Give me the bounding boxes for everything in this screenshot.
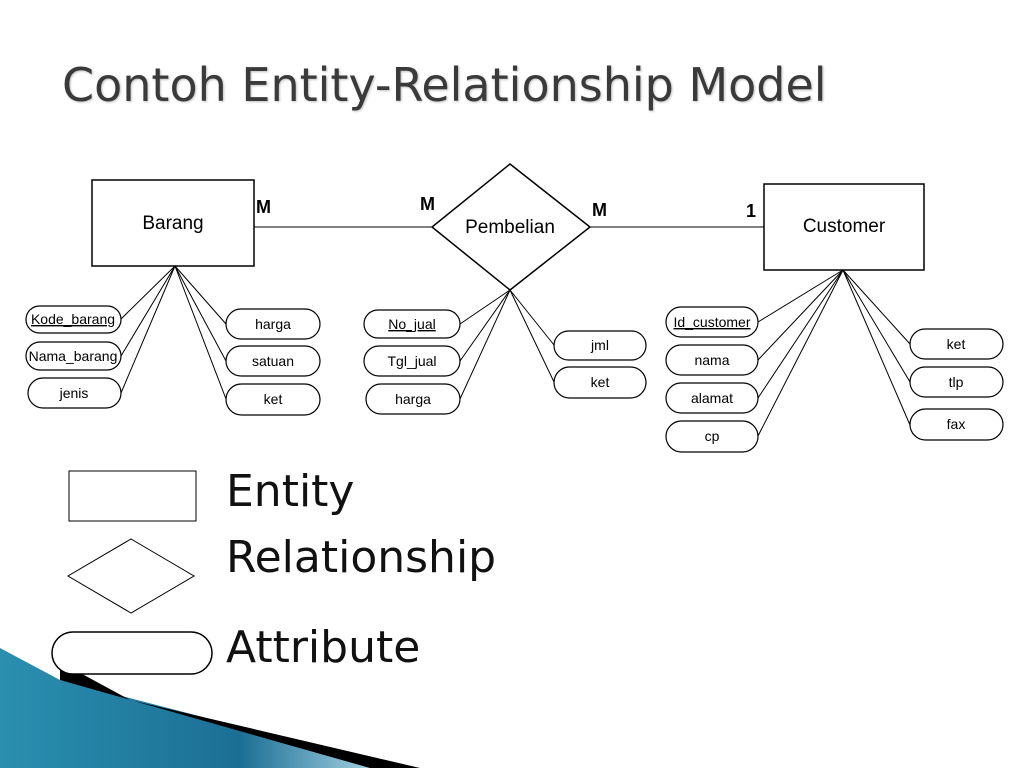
attribute-jml: jml	[553, 330, 647, 361]
attribute-ket: ket	[909, 328, 1004, 360]
attribute-label: alamat	[691, 390, 733, 406]
attribute-label: ket	[591, 374, 610, 390]
attribute-alamat: alamat	[665, 382, 759, 414]
legend-entity-label: Entity	[226, 466, 355, 517]
line-customer-cp	[757, 269, 844, 437]
legend-entity-shape	[68, 470, 197, 522]
attribute-label: tlp	[949, 374, 964, 390]
connector-lines	[120, 226, 911, 437]
line-pembelian-harga	[459, 289, 511, 400]
attribute-label: ket	[947, 336, 966, 352]
legend-relationship-label: Relationship	[226, 532, 497, 583]
relationship-pembelian-diamond	[430, 163, 592, 291]
cardinality-pembelian-right: M	[592, 200, 607, 220]
attribute-tgl-jual: Tgl_jual	[363, 345, 461, 377]
slide-decoration	[0, 648, 420, 768]
line-barang-ket	[174, 265, 227, 400]
line-barang-jenis	[120, 265, 176, 394]
line-customer-nama	[757, 269, 844, 361]
line-customer-ket	[842, 269, 911, 345]
attribute-label: cp	[705, 428, 720, 444]
attribute-label: jml	[590, 337, 609, 353]
attribute-nama: nama	[665, 344, 759, 376]
teal-band	[0, 648, 400, 768]
entity-barang: Barang	[91, 179, 255, 267]
attribute-label: Kode_barang	[31, 311, 115, 327]
line-pembelian-tgljual	[459, 289, 511, 362]
attribute-label: ket	[264, 391, 283, 407]
attributes: Kode_barang Nama_barang jenis harga satu…	[25, 305, 1004, 453]
line-customer-tlp	[842, 269, 911, 383]
slide-title: Contoh Entity-Relationship Model	[62, 58, 827, 112]
attribute-label: No_jual	[388, 316, 435, 332]
attribute-harga: harga	[365, 383, 461, 415]
attribute-label: Nama_barang	[29, 348, 118, 364]
legend-attribute-shape	[51, 631, 213, 675]
attribute-kode-barang: Kode_barang	[25, 305, 122, 334]
attribute-label: harga	[255, 316, 291, 332]
attribute-label: harga	[395, 391, 431, 407]
attribute-label: fax	[947, 416, 966, 432]
line-barang-kode	[120, 265, 176, 320]
attribute-id-customer: Id_customer	[665, 306, 759, 338]
line-pembelian-nojual	[459, 289, 511, 325]
cardinality-customer: 1	[746, 201, 756, 221]
relationship-pembelian-label: Pembelian	[465, 217, 555, 238]
line-barang-satuan	[174, 265, 227, 362]
attribute-tlp: tlp	[909, 366, 1004, 398]
line-customer-id	[757, 269, 844, 323]
attribute-ket: ket	[553, 366, 647, 399]
attribute-fax: fax	[909, 408, 1004, 441]
legend-relationship-shape	[67, 538, 195, 614]
line-barang-nama	[120, 265, 176, 357]
attribute-label: Id_customer	[673, 314, 750, 330]
line-customer-fax	[842, 269, 911, 426]
attribute-no-jual: No_jual	[363, 309, 461, 339]
cardinality-barang: M	[256, 197, 271, 217]
attribute-harga: harga	[225, 308, 321, 340]
attribute-ket: ket	[225, 383, 321, 416]
cardinality-labels: M M M 1	[256, 194, 756, 221]
entity-barang-box	[91, 179, 255, 267]
attribute-label: Tgl_jual	[387, 353, 436, 369]
entity-customer: Customer	[763, 183, 925, 271]
cardinality-pembelian-left: M	[420, 194, 435, 214]
attribute-satuan: satuan	[225, 345, 321, 377]
attribute-label: satuan	[252, 353, 294, 369]
attribute-cp: cp	[665, 420, 759, 453]
attribute-nama-barang: Nama_barang	[25, 341, 122, 371]
legend-shapes	[51, 470, 213, 675]
line-customer-alamat	[757, 269, 844, 399]
line-barang-harga	[174, 265, 227, 325]
entity-customer-box	[763, 183, 925, 271]
entity-customer-label: Customer	[803, 216, 886, 237]
relationship-pembelian: Pembelian	[430, 163, 592, 291]
attribute-label: jenis	[59, 385, 89, 401]
line-pembelian-ket	[509, 289, 555, 383]
entity-barang-label: Barang	[142, 213, 203, 234]
attribute-jenis: jenis	[27, 377, 122, 409]
legend-attribute-label: Attribute	[226, 622, 421, 673]
line-pembelian-jml	[509, 289, 555, 346]
attribute-label: nama	[694, 352, 729, 368]
